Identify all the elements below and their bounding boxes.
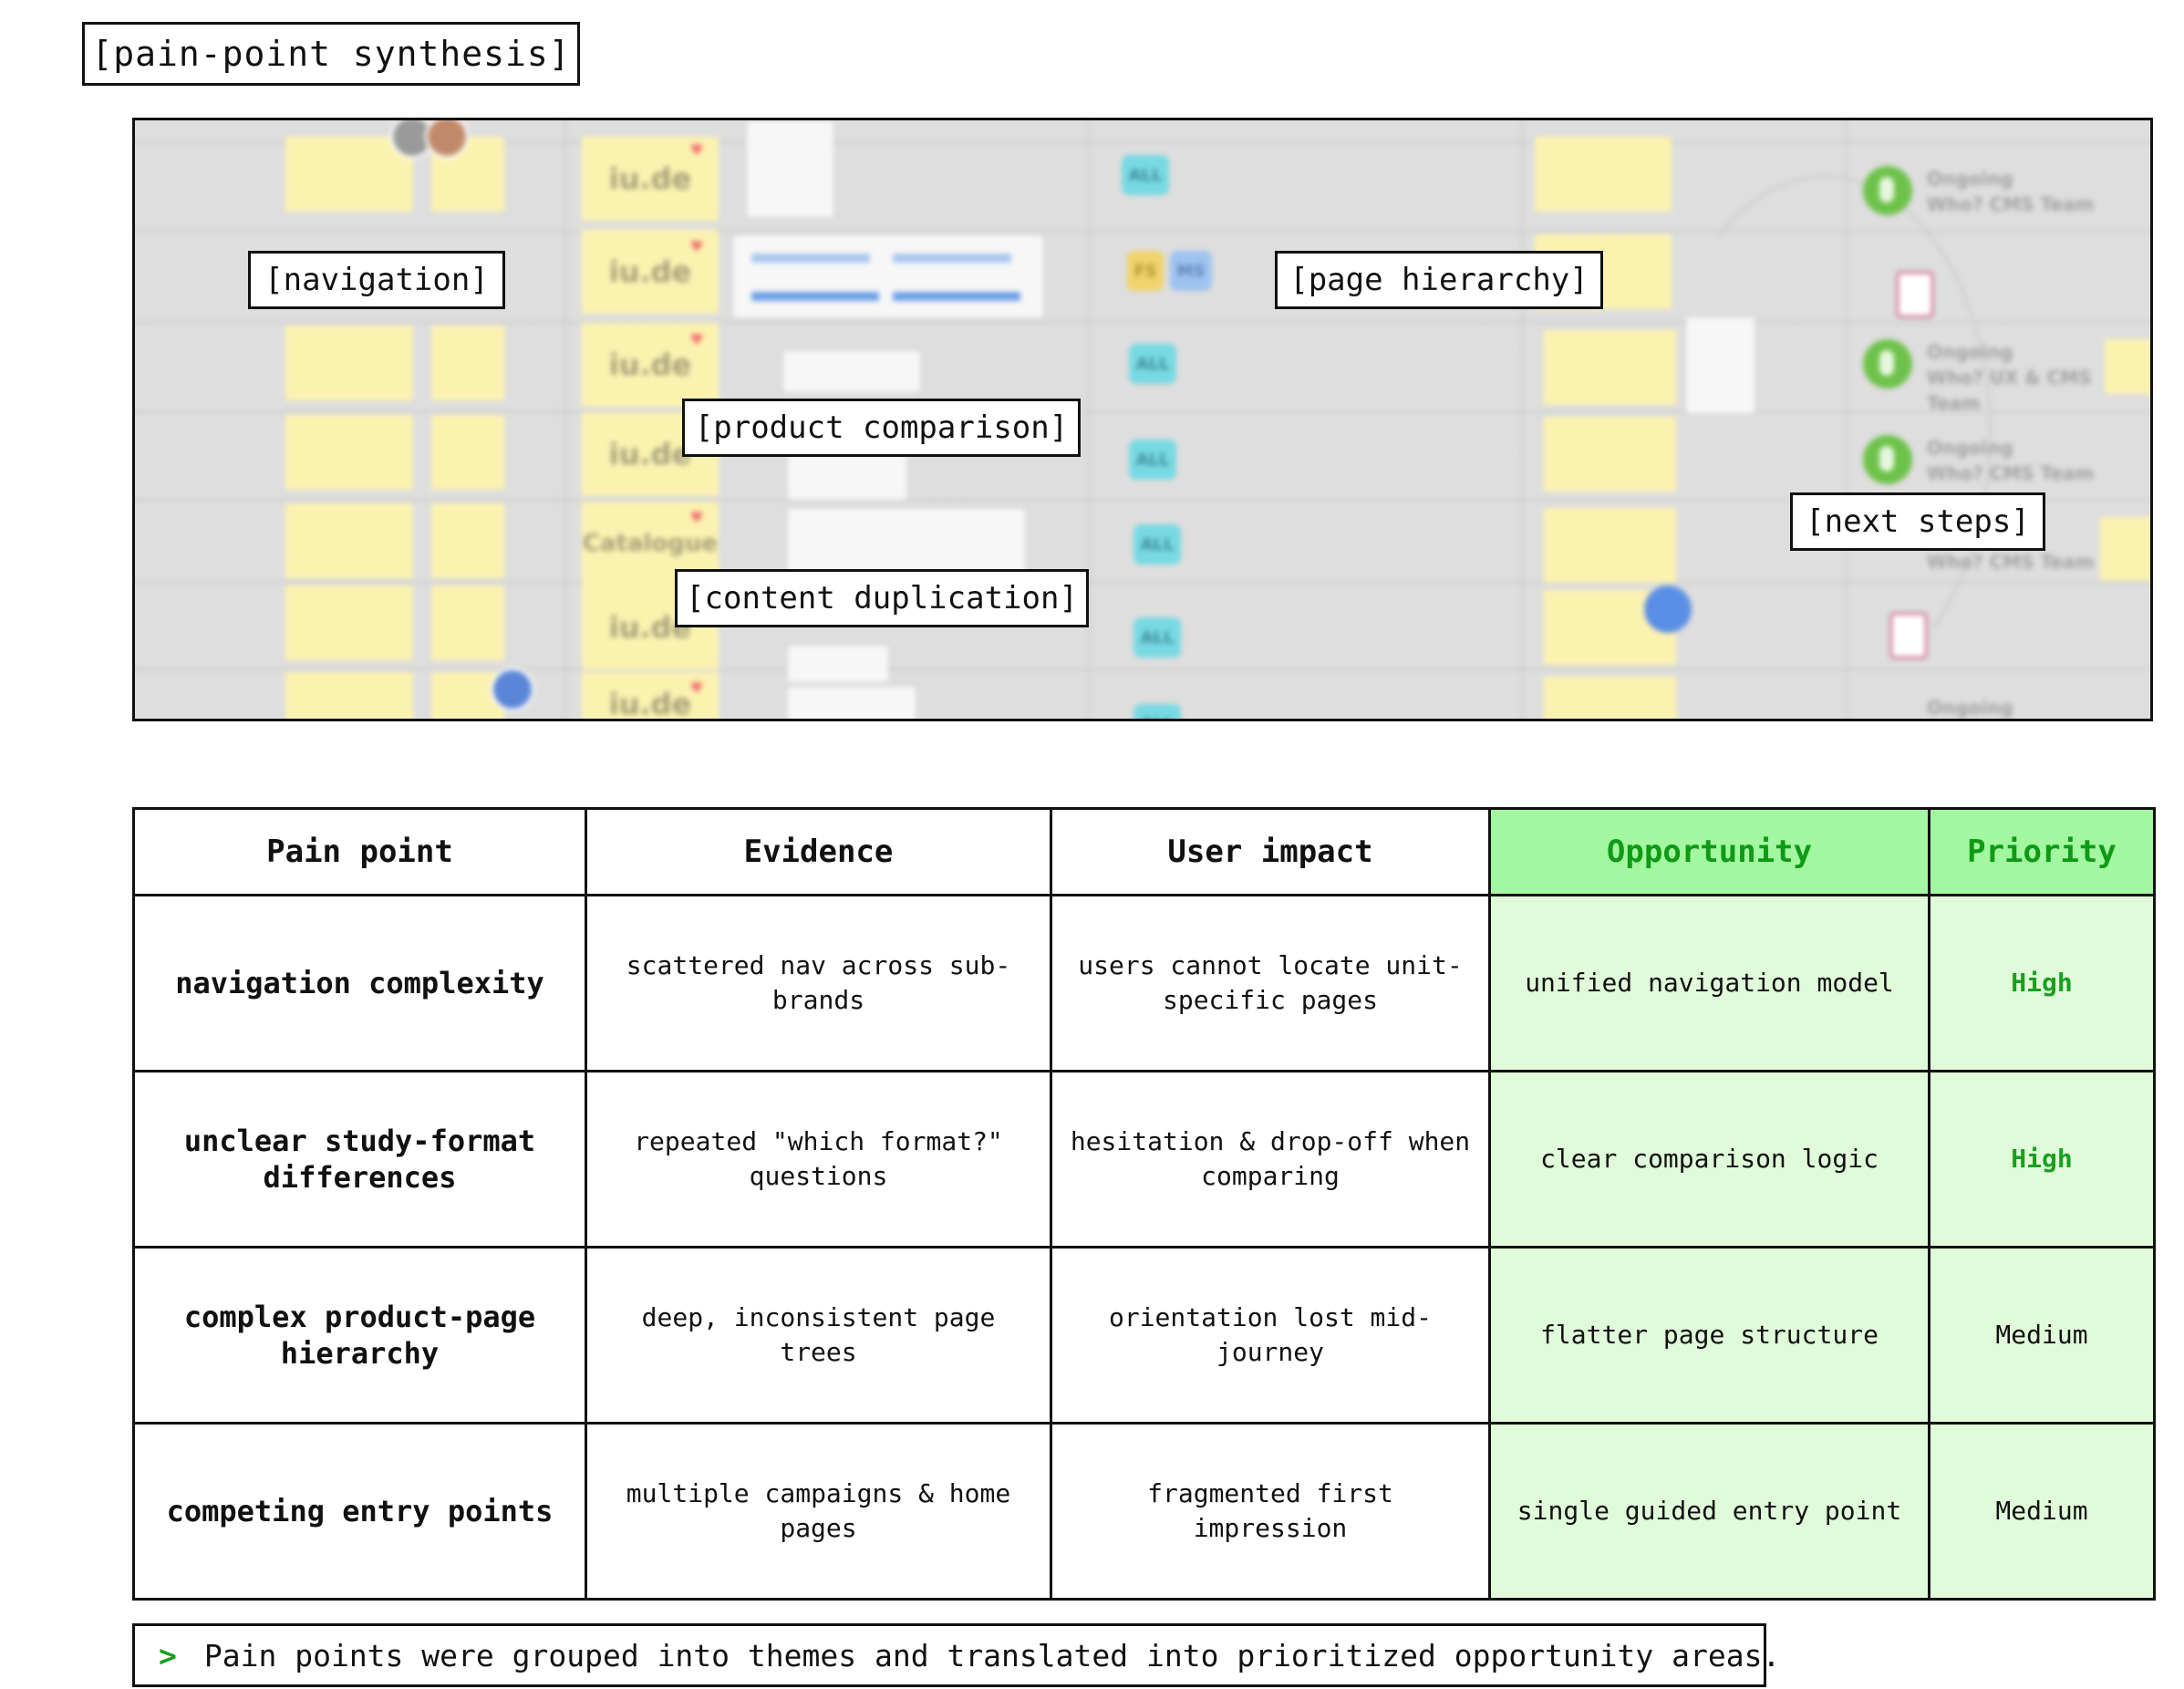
page-title: [pain-point synthesis] [82, 22, 580, 86]
whiteboard-blurred-content: iu.de iu.de iu.de iu.de Catalogue iu.de … [135, 120, 2150, 719]
status-text: Who? UX & CMS Team [1927, 367, 2092, 414]
cell-pain-point: unclear study-format differences [132, 1070, 587, 1249]
tag: ALL [1133, 617, 1181, 658]
cell-evidence: multiple campaigns & home pages [585, 1422, 1052, 1601]
cell-priority: Medium [1928, 1422, 2156, 1601]
header-pain-point: Pain point [132, 807, 587, 896]
status-text: Who? CMS Team [1927, 551, 2095, 573]
tag: MS [1170, 251, 1212, 291]
status-text: Who? CMS Team [1927, 193, 2095, 215]
header-user-impact: User impact [1050, 807, 1491, 896]
label-next-steps: [next steps] [1790, 492, 2045, 551]
header-evidence: Evidence [585, 807, 1052, 896]
tag: ALL [1129, 344, 1176, 384]
table-row: competing entry points multiple campaign… [132, 1422, 2156, 1601]
whiteboard-screenshot: iu.de iu.de iu.de iu.de Catalogue iu.de … [132, 118, 2153, 721]
status-text: Who? CMS Team [1927, 462, 2095, 484]
status-text: Ongoing [1927, 168, 2013, 190]
sticky-note: iu.de [582, 672, 719, 719]
cell-user-impact: fragmented first impression [1050, 1422, 1491, 1601]
cell-user-impact: orientation lost mid-journey [1050, 1246, 1491, 1425]
summary-callout: > Pain points were grouped into themes a… [132, 1623, 1780, 1687]
cell-priority: High [1928, 894, 2156, 1072]
pain-point-table: Pain point Evidence User impact Opportun… [132, 807, 2156, 1601]
tag: ALL [1133, 704, 1181, 719]
summary-text: Pain points were grouped into themes and… [203, 1637, 1781, 1673]
cell-pain-point: navigation complexity [132, 894, 587, 1072]
header-opportunity: Opportunity [1488, 807, 1930, 896]
sticky-note: iu.de [582, 230, 719, 314]
table-row: complex product-page hierarchy deep, inc… [132, 1246, 2156, 1425]
cell-pain-point: competing entry points [132, 1422, 587, 1601]
cell-priority: Medium [1928, 1246, 2156, 1425]
tag: ALL [1133, 524, 1181, 565]
tag: ALL [1122, 155, 1169, 195]
status-text: Ongoing [1927, 697, 2013, 719]
table-row: navigation complexity scattered nav acro… [132, 894, 2156, 1072]
table-header-row: Pain point Evidence User impact Opportun… [132, 807, 2156, 896]
table-row: unclear study-format differences repeate… [132, 1070, 2156, 1249]
label-product-comparison: [product comparison] [682, 399, 1081, 457]
tag: FS [1127, 251, 1164, 291]
status-text: Ongoing [1927, 437, 2013, 459]
label-page-hierarchy: [page hierarchy] [1275, 251, 1603, 309]
cell-opportunity: clear comparison logic [1488, 1070, 1930, 1249]
cell-priority: High [1928, 1070, 2156, 1249]
cell-opportunity: unified navigation model [1488, 894, 1930, 1072]
tag: ALL [1129, 440, 1176, 480]
cell-evidence: scattered nav across sub-brands [585, 894, 1052, 1072]
cell-evidence: repeated "which format?" questions [585, 1070, 1052, 1249]
cell-pain-point: complex product-page hierarchy [132, 1246, 587, 1425]
sticky-note: iu.de [582, 323, 719, 407]
cell-evidence: deep, inconsistent page trees [585, 1246, 1052, 1425]
header-priority: Priority [1928, 807, 2156, 896]
cell-opportunity: single guided entry point [1488, 1422, 1930, 1601]
label-navigation: [navigation] [248, 251, 505, 309]
prompt-chevron-icon: > [159, 1637, 177, 1673]
cell-user-impact: users cannot locate unit-specific pages [1050, 894, 1491, 1072]
label-content-duplication: [content duplication] [675, 569, 1089, 627]
cell-user-impact: hesitation & drop-off when comparing [1050, 1070, 1491, 1249]
status-text: Ongoing [1927, 341, 2013, 363]
cell-opportunity: flatter page structure [1488, 1246, 1930, 1425]
sticky-note: iu.de [582, 137, 719, 221]
